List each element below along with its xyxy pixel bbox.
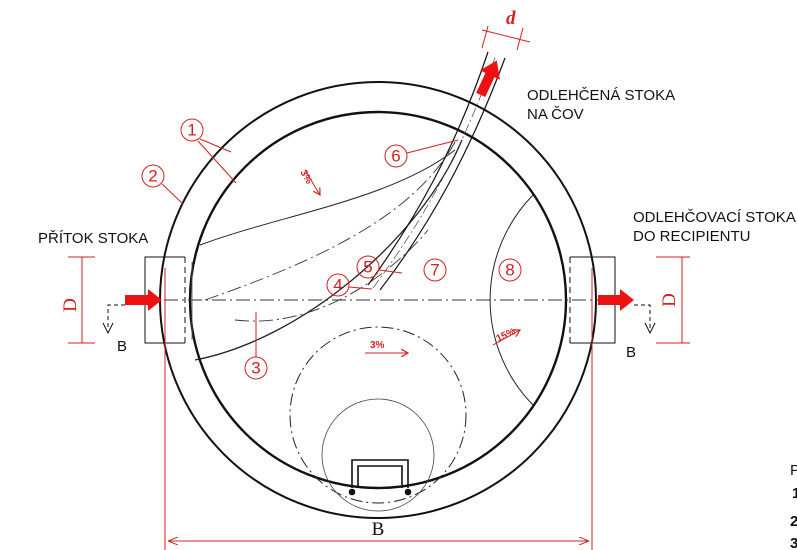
slope-arrow-right bbox=[492, 330, 520, 346]
legend-item-2-clipped: 2 bbox=[790, 513, 797, 530]
overflow-sewer-label-line1: ODLEHČOVACÍ STOKA bbox=[633, 209, 796, 226]
dimension-d-outlet bbox=[481, 25, 531, 51]
part-callout-6: 6 bbox=[384, 139, 459, 168]
slope-arrow-upper bbox=[304, 169, 320, 195]
section-label-left: B bbox=[117, 338, 127, 355]
dimension-D-left-label: D bbox=[60, 298, 81, 312]
inflow-label: PŘÍTOK STOKA bbox=[38, 230, 148, 247]
sump-dashed-circle bbox=[289, 326, 467, 504]
overflow-arrow bbox=[598, 289, 634, 311]
slope-label-upper: 3% bbox=[297, 168, 314, 186]
svg-text:3: 3 bbox=[251, 359, 260, 378]
legend-heading-clipped: P bbox=[790, 462, 797, 479]
relieved-sewer-label-line2: NA ČOV bbox=[527, 106, 584, 123]
weir-dashed-curve bbox=[204, 141, 456, 301]
svg-text:6: 6 bbox=[391, 147, 400, 166]
svg-text:1: 1 bbox=[187, 121, 196, 140]
relieved-pipe-right-edge bbox=[379, 57, 506, 291]
slope-label-middle: 3% bbox=[370, 340, 385, 351]
relieved-sewer-label-line1: ODLEHČENÁ STOKA bbox=[527, 87, 675, 104]
weir-lower-arc bbox=[194, 139, 463, 361]
right-chamber-arc bbox=[489, 194, 534, 406]
dimension-B-bottom-label: B bbox=[372, 519, 385, 540]
svg-text:2: 2 bbox=[148, 167, 157, 186]
part-callout-5: 5 bbox=[356, 255, 403, 279]
section-label-right: B bbox=[626, 344, 636, 361]
dimension-B-bottom bbox=[164, 268, 593, 550]
dimension-D-right-label: D bbox=[659, 293, 680, 307]
svg-text:7: 7 bbox=[430, 261, 439, 280]
section-marker-right bbox=[634, 304, 656, 335]
legend-item-1-clipped: 1 bbox=[792, 485, 797, 502]
relieved-pipe-left-edge bbox=[367, 51, 489, 286]
part-callout-7: 7 bbox=[423, 258, 447, 282]
section-marker-left bbox=[102, 304, 125, 335]
relieved-outlet-arrow bbox=[476, 60, 500, 98]
part-callout-2: 2 bbox=[141, 164, 184, 205]
part-callout-1: 1 bbox=[180, 118, 237, 184]
diagonal-dashed-curve bbox=[234, 229, 429, 322]
legend-item-3-clipped: 3 bbox=[790, 535, 797, 550]
overflow-sewer-label-line2: DO RECIPIENTU bbox=[633, 228, 751, 245]
weir-upper-arc bbox=[199, 149, 456, 246]
svg-text:5: 5 bbox=[363, 258, 372, 277]
relieved-pipe-axis bbox=[372, 54, 497, 289]
svg-text:4: 4 bbox=[333, 276, 342, 295]
dimension-D-left bbox=[68, 256, 95, 344]
svg-text:8: 8 bbox=[505, 261, 514, 280]
part-callout-3: 3 bbox=[244, 312, 268, 380]
dimension-D-right bbox=[656, 256, 690, 344]
slope-label-right: 15% bbox=[495, 326, 518, 344]
sump-inner-circle bbox=[321, 398, 435, 512]
dimension-d-outlet-label: d bbox=[506, 8, 516, 29]
part-callout-4: 4 bbox=[326, 273, 373, 297]
inflow-arrow bbox=[125, 289, 162, 311]
ladder-step bbox=[348, 459, 412, 496]
part-callout-8: 8 bbox=[498, 258, 522, 282]
